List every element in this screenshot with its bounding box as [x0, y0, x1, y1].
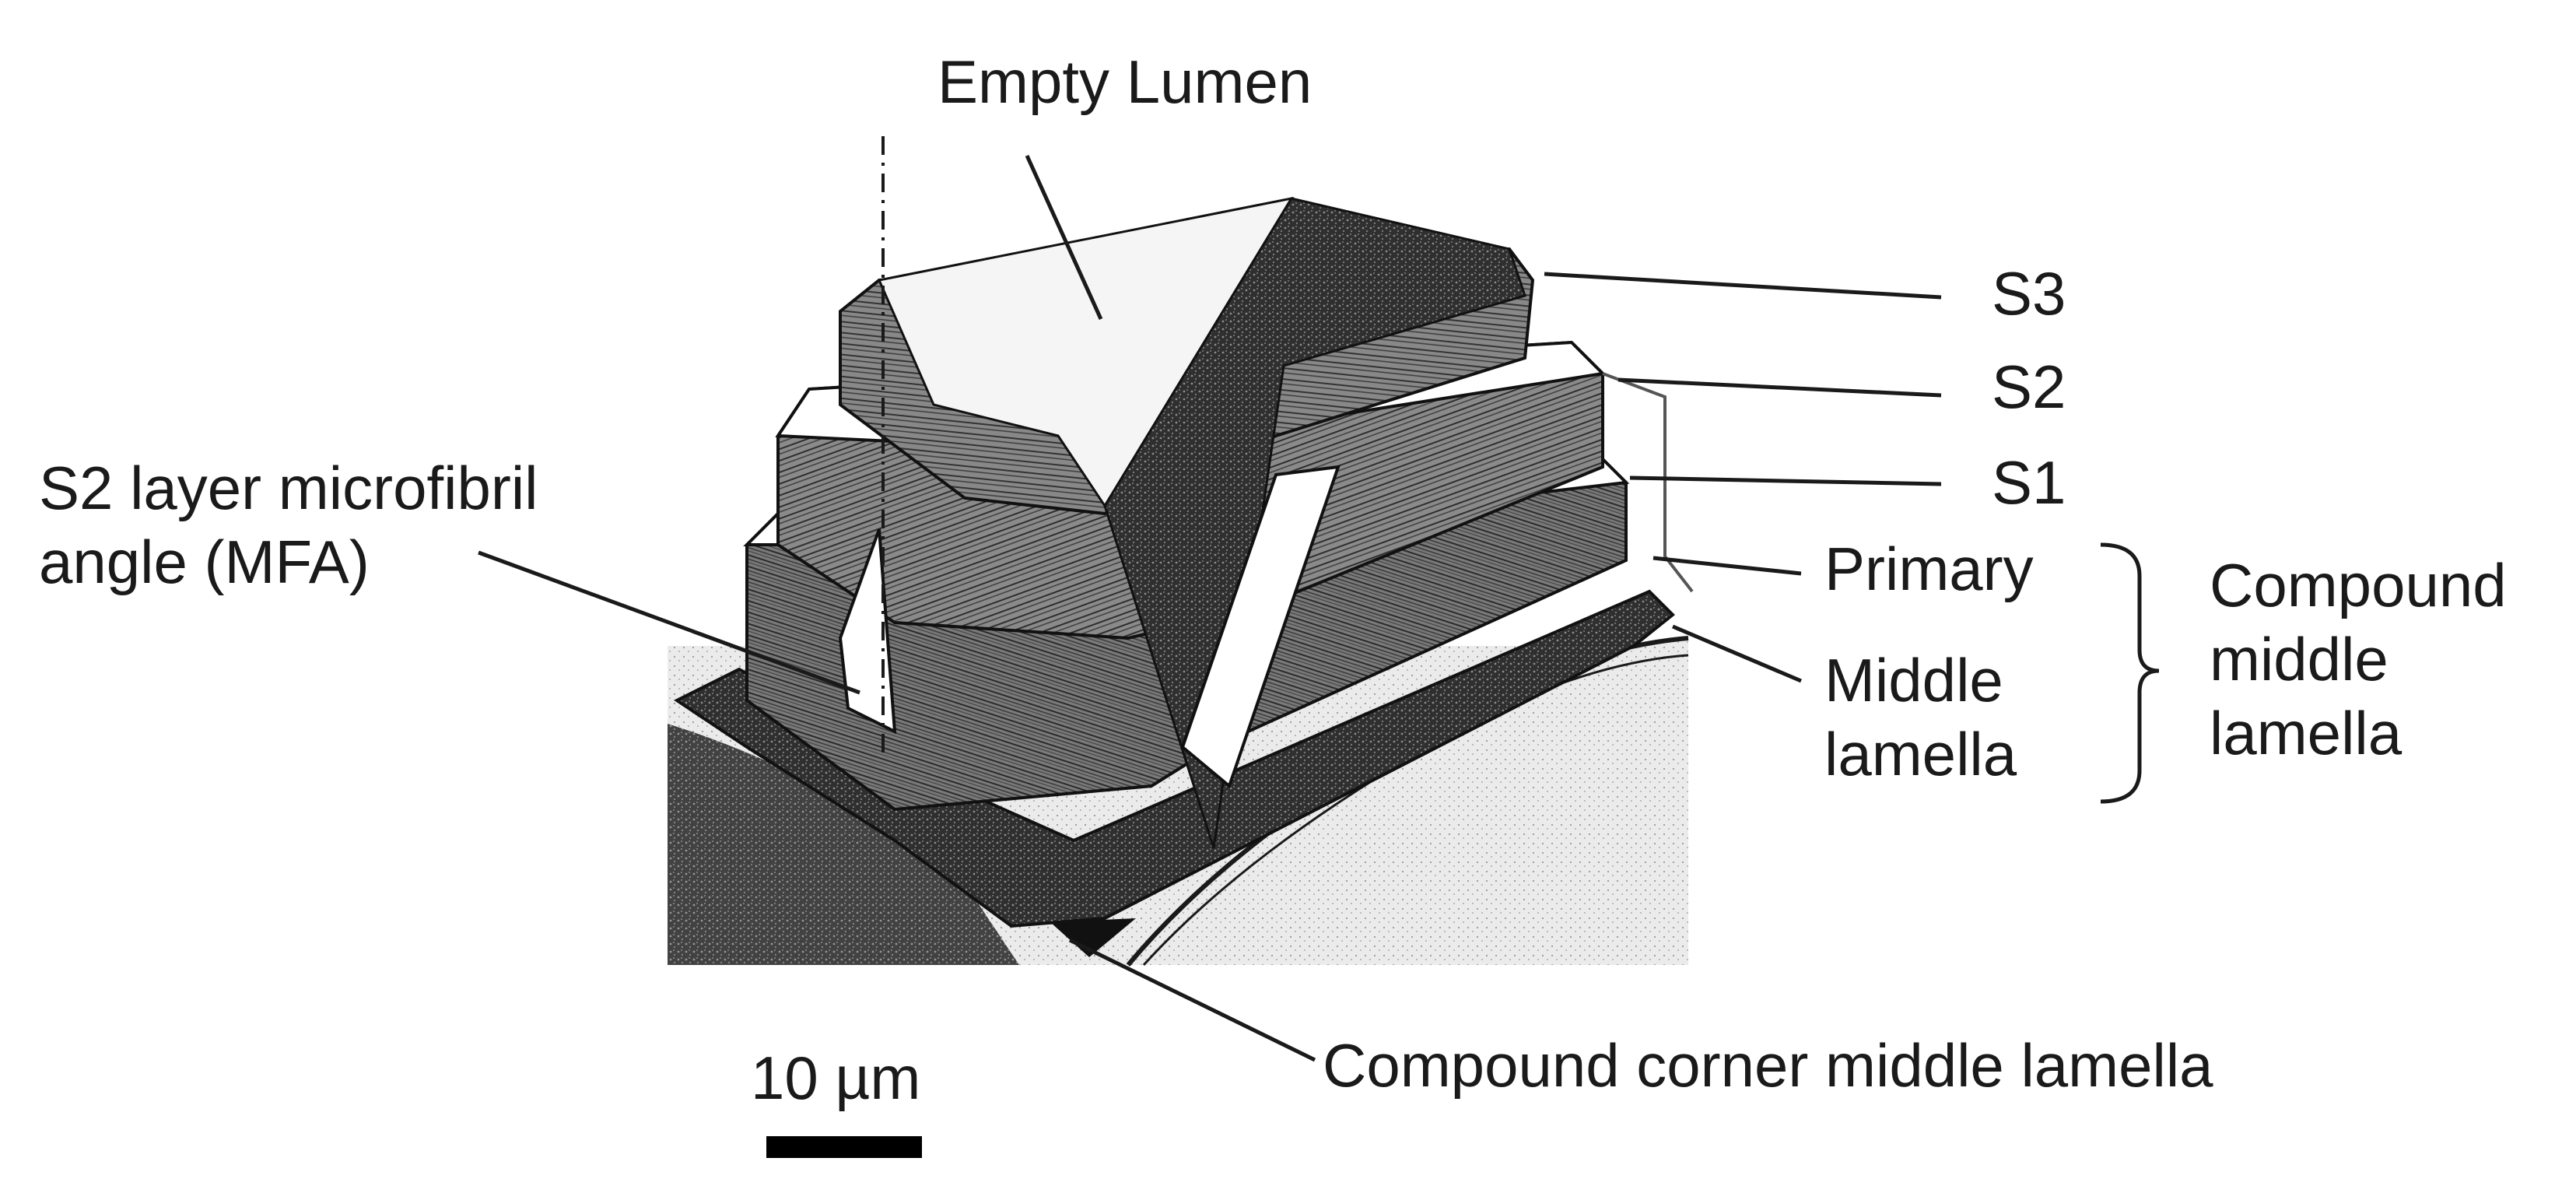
- empty-lumen-surface: [877, 196, 1295, 508]
- label-scale-bar: 10 µm: [751, 1044, 921, 1112]
- leader-middle-lamella: [1672, 624, 1802, 683]
- leader-empty-lumen: [1025, 154, 1103, 321]
- leader-mfa: [478, 550, 860, 695]
- leader-lines: [478, 154, 2160, 1062]
- leader-s2: [1617, 377, 1942, 398]
- leader-s1: [1629, 475, 1942, 486]
- label-s1: S1: [1992, 448, 2066, 517]
- right-neighbour-cell: [1128, 638, 1688, 965]
- label-compound-corner-middle-lamella: Compound corner middle lamella: [1323, 1031, 2213, 1100]
- scale-bar: [766, 1136, 922, 1158]
- label-s2-mfa: S2 layer microfibril angle (MFA): [39, 454, 538, 597]
- mfa-cut: [838, 528, 897, 735]
- label-primary: Primary: [1824, 535, 2034, 603]
- label-s2: S2: [1992, 353, 2066, 421]
- label-middle-lamella: Middle lamella: [1824, 646, 2017, 789]
- cut-wedge: [1180, 465, 1341, 789]
- label-empty-lumen: Empty Lumen: [938, 47, 1313, 116]
- leader-s3: [1544, 272, 1942, 300]
- cell-illustration: [668, 136, 1694, 967]
- label-compound-middle-lamella: Compound middle lamella: [2210, 551, 2507, 768]
- leader-primary: [1652, 556, 1802, 576]
- leader-corner-middle-lamella: [1068, 938, 1316, 1062]
- compound-middle-lamella-brace: [2100, 542, 2160, 804]
- label-s3: S3: [1992, 259, 2066, 328]
- left-neighbour-cell: [668, 724, 1019, 965]
